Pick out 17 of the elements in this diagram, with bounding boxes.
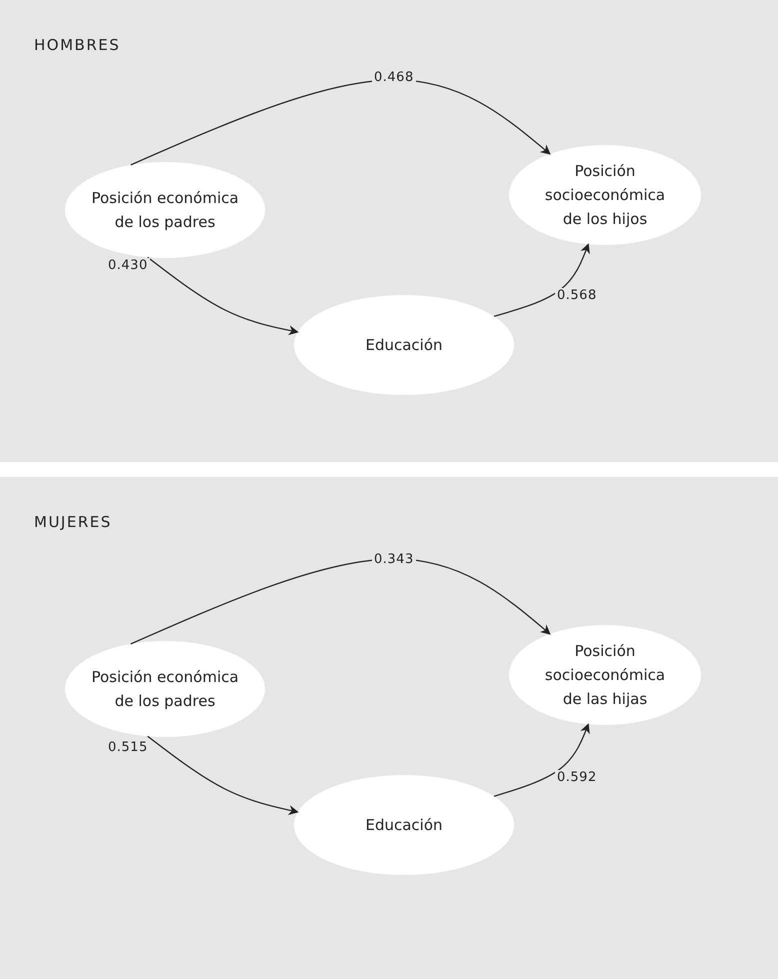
- arrow: [130, 79, 551, 166]
- arrow: [494, 243, 590, 317]
- arrow: [494, 723, 590, 797]
- node-label: Educación: [365, 815, 443, 836]
- node-label: Posición económica de los padres: [90, 667, 240, 712]
- panel-background: [0, 477, 778, 979]
- panel-heading: HOMBRES: [34, 36, 120, 54]
- arrow: [130, 558, 551, 644]
- node-label: Posición socioeconómica de las hijas: [544, 641, 666, 710]
- arrow: [147, 256, 299, 336]
- node-label: Educación: [365, 335, 443, 356]
- edge-label: 0.468: [372, 70, 416, 85]
- panel-background: [0, 0, 778, 462]
- arrow: [147, 736, 299, 816]
- panel-heading: MUJERES: [34, 513, 112, 531]
- node-label: Posición socioeconómica de los hijos: [544, 161, 666, 230]
- node-label: Posición económica de los padres: [90, 188, 240, 233]
